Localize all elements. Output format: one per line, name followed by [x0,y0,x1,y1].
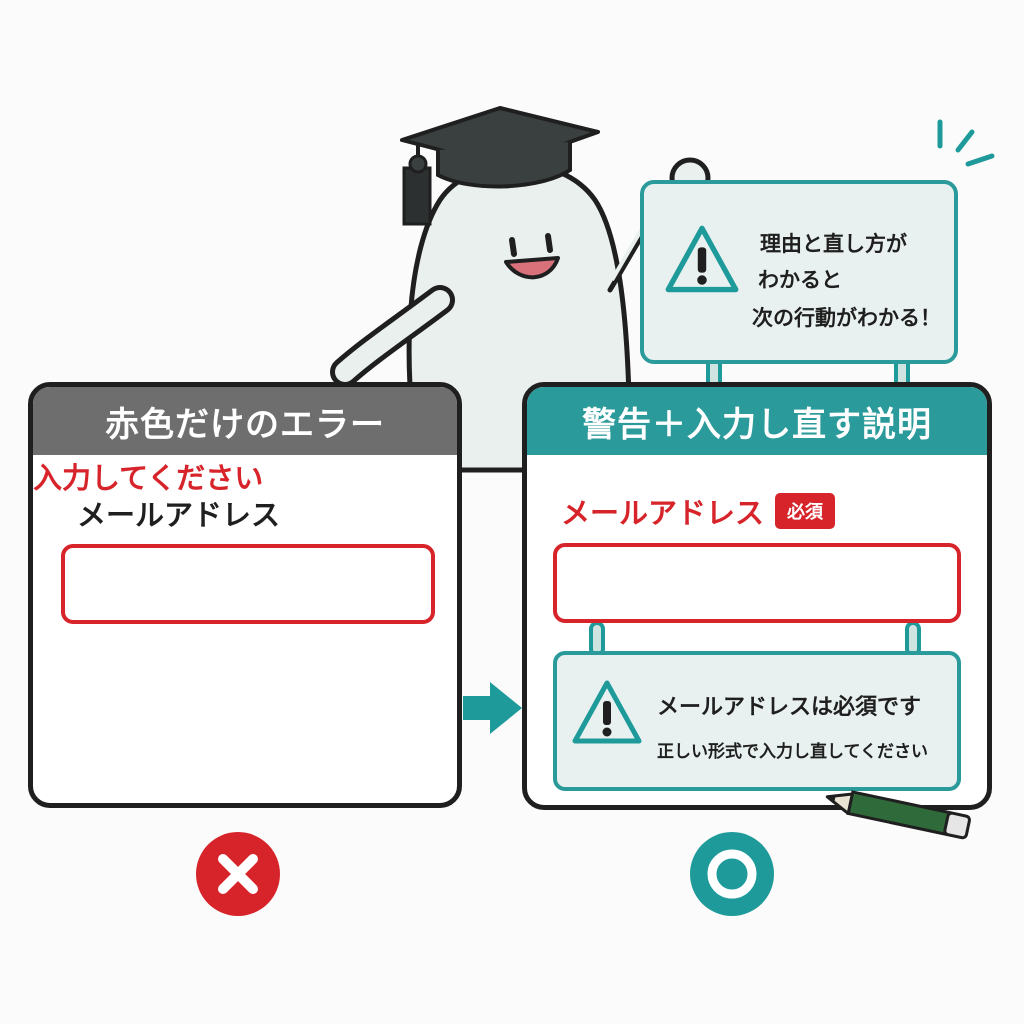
warning-icon [665,225,739,293]
email-label: メールアドレス [561,496,765,530]
bubble-text-line-3: 次の行動がわかる！ [752,306,941,330]
bad-example-panel: 赤色だけのエラー メールアドレス 入力してください [28,382,462,808]
email-input[interactable] [61,544,435,624]
email-input[interactable] [553,543,961,623]
circle-icon [707,849,757,899]
email-label: メールアドレス [77,498,281,532]
help-format-text: 正しい形式で入力し直してください [657,742,928,762]
required-badge: 必須 [775,493,835,529]
warning-icon [572,680,642,744]
help-required-text: メールアドレスは必須です [657,695,922,720]
bubble-text-line-2: わかると [758,268,842,292]
help-message-card: メールアドレスは必須です 正しい形式で入力し直してください [553,651,961,791]
sparkle-icon [937,119,995,167]
cross-icon [218,854,258,894]
error-message: 入力してください [33,461,264,495]
speech-bubble: 理由と直し方が わかると 次の行動がわかる！ [640,180,958,364]
pencil-icon [825,790,971,840]
bubble-text-line-1: 理由と直し方が [760,232,907,256]
circle-mark [690,832,774,916]
cross-mark [196,832,280,916]
good-example-panel: 警告＋入力し直す説明 メールアドレス 必須 メールアドレスは必須です 正しい形式… [522,382,992,810]
good-panel-title: 警告＋入力し直す説明 [527,387,987,455]
graduation-cap-icon [400,106,600,226]
bad-panel-title: 赤色だけのエラー [33,387,457,455]
arrow-right-icon [463,682,522,734]
